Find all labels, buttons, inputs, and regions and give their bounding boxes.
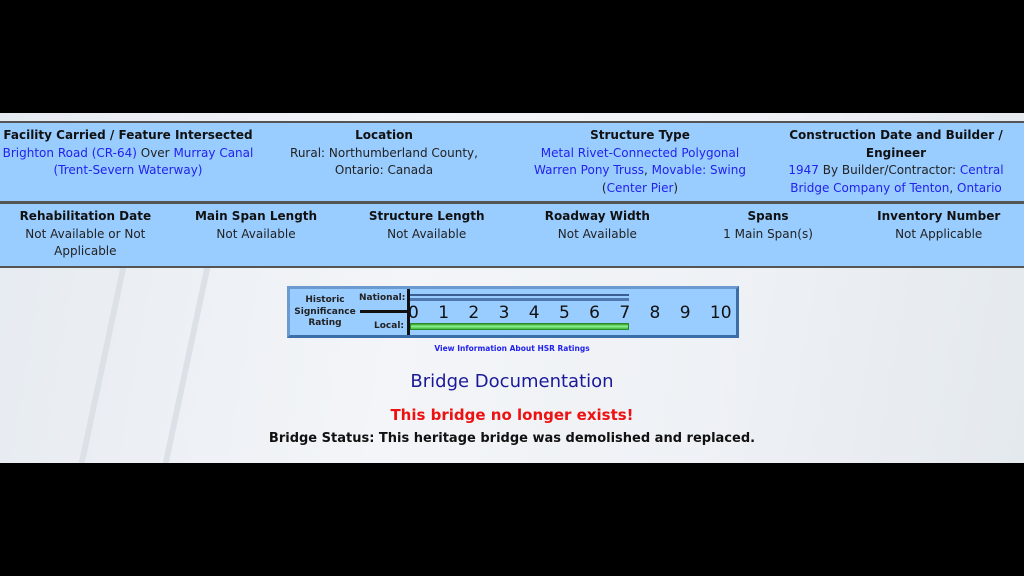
scale-tick-label: 4 (528, 303, 540, 323)
location-header: Location (355, 128, 413, 142)
scale-tick-label: 6 (589, 303, 600, 323)
local-rating-bar (410, 323, 630, 330)
facility-header: Facility Carried / Feature Intersected (3, 128, 253, 142)
local-label: Local: (374, 321, 405, 331)
info-value: Not Applicable (895, 226, 983, 241)
info-value: Not Available (387, 226, 467, 241)
center-pier-link[interactable]: Center Pier (606, 180, 674, 195)
info-cell: Spans 1 Main Span(s) (683, 204, 854, 266)
separator: , (643, 163, 652, 177)
info-header: Main Span Length (194, 209, 318, 223)
structure-type-cell: Structure Type Metal Rivet-Connected Pol… (512, 123, 768, 201)
info-header: Spans (747, 209, 789, 223)
hsr-axis (407, 289, 410, 335)
feature-link[interactable]: Murray Canal (173, 145, 254, 160)
info-header: Inventory Number (877, 209, 1001, 223)
construction-header: Construction Date and Builder / Engineer (789, 128, 1003, 160)
info-header: Structure Length (368, 209, 485, 223)
scale-tick-label: 9 (679, 303, 691, 323)
bridge-info-row-1: Facility Carried / Feature Intersected B… (0, 121, 1024, 203)
waterway-link[interactable]: (Trent-Severn Waterway) (53, 163, 203, 177)
documentation-heading: Bridge Documentation (410, 371, 614, 392)
paren: ( (601, 180, 607, 195)
bridge-status: Bridge Status: This heritage bridge was … (268, 431, 756, 446)
movable-type-link[interactable]: Movable: Swing (651, 163, 746, 177)
info-header: Roadway Width (544, 209, 650, 223)
structure-type-header: Structure Type (590, 128, 690, 142)
year-link[interactable]: 1947 (788, 163, 819, 177)
scale-tick-label: 8 (649, 303, 661, 323)
place-link[interactable]: Ontario (957, 180, 1002, 195)
scale-tick-label: 10 (709, 303, 732, 323)
truss-type-link[interactable]: Metal Rivet-Connected Polygonal Warren P… (534, 145, 740, 178)
scale-tick-label: 3 (498, 303, 510, 323)
hsr-info-link[interactable]: View Information About HSR Ratings (434, 344, 590, 353)
hsr-title: Historic Significance Rating (294, 295, 356, 328)
info-header: Rehabilitation Date (19, 209, 152, 223)
builder-link[interactable]: Central Bridge Company of Tenton (790, 163, 1004, 195)
scale-tick-label: 5 (558, 303, 570, 323)
no-longer-exists-warning: This bridge no longer exists! (390, 406, 634, 424)
road-link[interactable]: Brighton Road (CR-64) (2, 145, 137, 160)
bridge-page: Facility Carried / Feature Intersected B… (0, 113, 1024, 463)
location-cell: Location Rural: Northumberland County, O… (256, 123, 512, 201)
info-value: Not Available (557, 226, 637, 241)
scale-tick-label: 1 (438, 303, 450, 323)
location-value: Rural: Northumberland County, Ontario: C… (290, 145, 478, 178)
scale-tick-label: 7 (619, 303, 631, 323)
hsr-divider (360, 310, 408, 313)
construction-cell: Construction Date and Builder / Engineer… (768, 123, 1024, 201)
paren: ) (673, 180, 679, 195)
facility-cell: Facility Carried / Feature Intersected B… (0, 123, 256, 201)
scale-tick-label: 0 (408, 303, 419, 323)
over-text: Over (136, 145, 174, 160)
hsr-rating-graphic: Historic Significance Rating National: L… (287, 286, 739, 338)
info-value: 1 Main Span(s) (723, 226, 813, 241)
national-rating-bar (410, 294, 630, 301)
national-label: National: (359, 293, 406, 303)
separator: , (949, 180, 958, 195)
info-value: Not Available or Not Applicable (25, 226, 146, 259)
builder-label: By Builder/Contractor: (818, 163, 960, 177)
info-value: Not Available (216, 226, 296, 241)
scale-tick-label: 2 (468, 303, 480, 323)
